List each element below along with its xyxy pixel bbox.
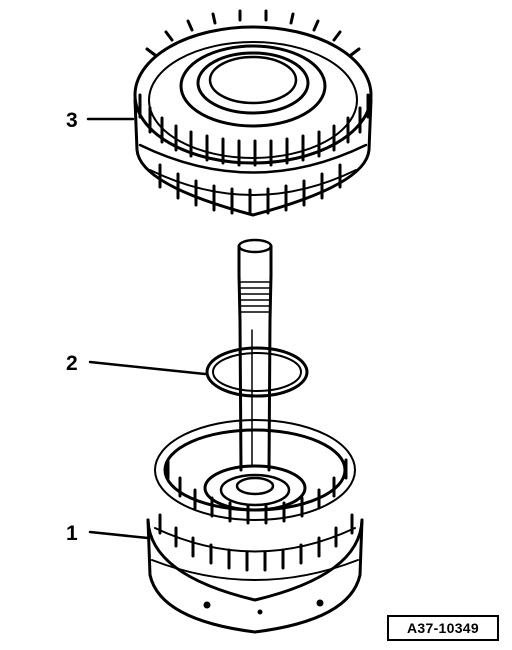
leader-line-2 [88,360,207,376]
upper-clutch-drum [133,9,373,217]
callout-number-2: 2 [66,352,78,375]
reference-code-label: A37-10349 [387,615,499,641]
callout-number-3: 3 [66,109,78,132]
reference-code-text: A37-10349 [407,620,479,636]
lower-drum-assembly [146,419,364,634]
leader-line-1 [88,530,150,540]
o-ring [205,346,309,398]
input-shaft [237,238,273,472]
callout-number-1: 1 [66,522,78,545]
